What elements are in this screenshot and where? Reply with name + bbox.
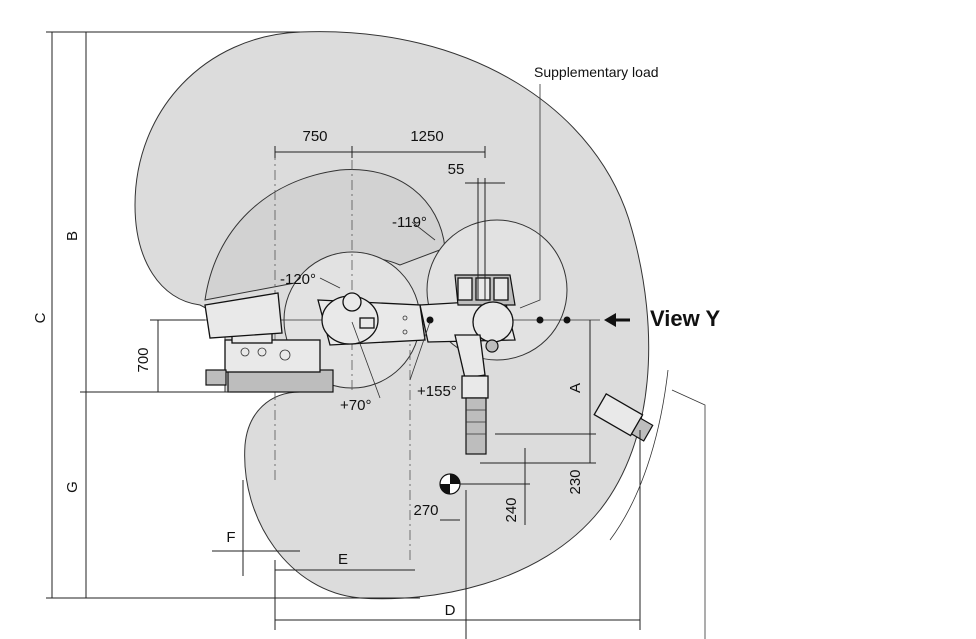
label-angle-plus70: +70° <box>340 397 371 414</box>
label-1250: 1250 <box>410 128 443 145</box>
view-y-arrow <box>604 313 630 327</box>
supplementary-load-leader <box>519 84 541 309</box>
robot-wrist-right <box>593 392 654 442</box>
right-dimension-lines <box>440 320 596 639</box>
label-700: 700 <box>135 347 152 372</box>
label-55: 55 <box>448 161 465 178</box>
label-230: 230 <box>567 469 584 494</box>
label-angle-minus120: -120° <box>280 271 316 288</box>
left-dimension-lines <box>46 31 420 599</box>
label-c: C <box>32 312 49 323</box>
label-240: 240 <box>503 497 520 522</box>
label-270: 270 <box>413 502 438 519</box>
robot-wrist-down <box>454 334 489 455</box>
top-dimension-lines <box>274 146 505 300</box>
right-envelope-leader <box>671 389 706 639</box>
robot-forearm <box>419 274 516 353</box>
label-750: 750 <box>302 128 327 145</box>
label-supplementary-load: Supplementary load <box>534 64 659 80</box>
centre-of-gravity-icon <box>439 473 461 495</box>
label-d: D <box>445 602 456 619</box>
label-a: A <box>567 383 584 393</box>
angle-arrows <box>319 221 436 399</box>
label-b: B <box>64 231 81 241</box>
label-angle-plus155: +155° <box>417 383 457 400</box>
label-e: E <box>338 551 348 568</box>
label-f: F <box>226 529 235 546</box>
robot-base <box>204 292 334 393</box>
right-arc <box>609 369 669 541</box>
bottom-dimension-lines <box>212 430 641 630</box>
label-view-y: View Y <box>650 306 720 331</box>
robot-upper-arm <box>317 292 426 346</box>
label-g: G <box>64 481 81 493</box>
label-angle-minus119: -119° <box>392 214 427 231</box>
axis-points <box>426 316 571 324</box>
